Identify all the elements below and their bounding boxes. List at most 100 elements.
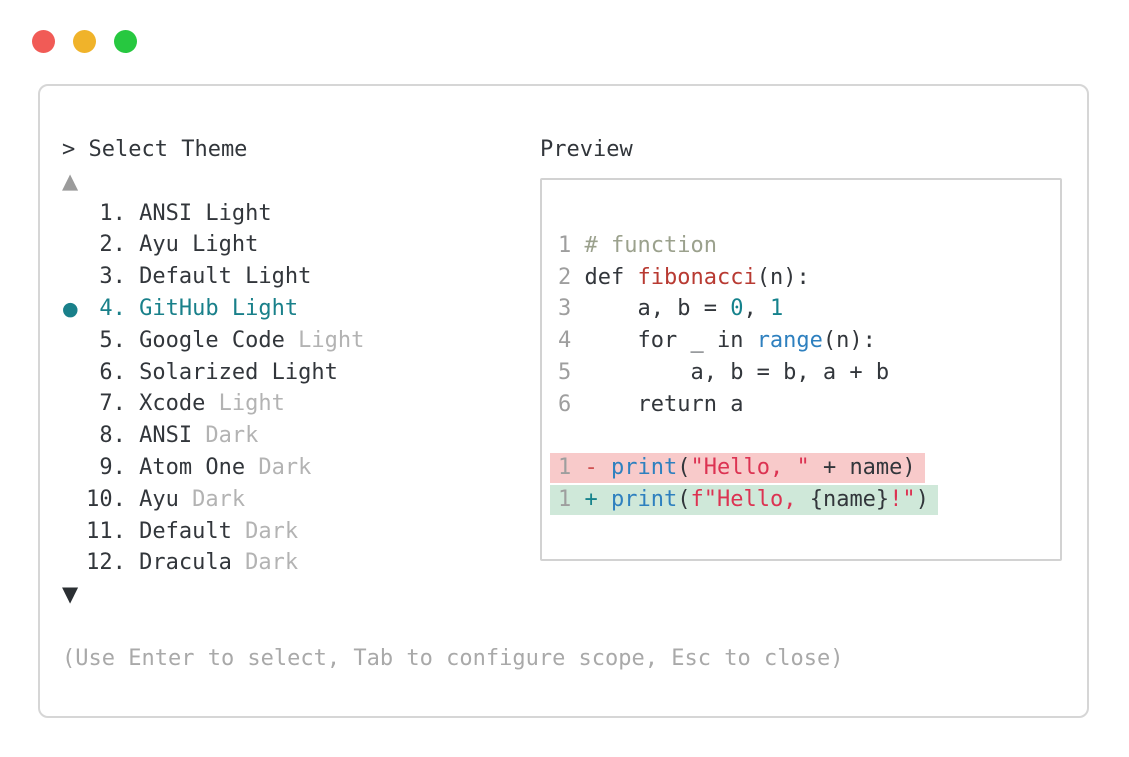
preview-title: Preview <box>540 137 633 162</box>
marker-spacer <box>62 262 86 294</box>
close-button[interactable] <box>32 30 55 53</box>
theme-option-4[interactable]: ● 4. GitHub Light <box>62 293 540 325</box>
code-token-text: a, b = b, a + b <box>584 359 890 385</box>
theme-list: 1. ANSI Light 2. Ayu Light 3. Default Li… <box>62 198 540 580</box>
theme-picker-dialog: > Select Theme ▲ 1. ANSI Light 2. Ayu Li… <box>38 84 1089 718</box>
theme-option-7[interactable]: 7. Xcode Light <box>62 388 540 420</box>
diff-line-added: 1 + print(f"Hello, {name}!") <box>550 484 1060 516</box>
theme-label: Xcode <box>139 391 206 417</box>
scroll-up-icon: ▲ <box>62 168 79 193</box>
line-number: 4 <box>558 328 572 354</box>
theme-number: 9. <box>86 454 140 480</box>
theme-variant-muted: Light <box>205 391 285 417</box>
theme-option-12[interactable]: 12. Dracula Dark <box>62 547 540 579</box>
marker-spacer <box>62 230 86 262</box>
code-token-text: ( <box>677 487 691 513</box>
dialog-columns: > Select Theme ▲ 1. ANSI Light 2. Ayu Li… <box>62 134 1062 611</box>
code-token-blue: range <box>756 328 823 354</box>
code-token-text: , <box>743 296 770 322</box>
marker-spacer <box>62 389 86 421</box>
line-number: 1 <box>558 455 572 481</box>
theme-label: Default <box>139 518 232 544</box>
theme-option-1[interactable]: 1. ANSI Light <box>62 198 540 230</box>
theme-variant-muted: Dark <box>245 454 312 480</box>
code-token-text: + name) <box>809 455 916 481</box>
code-token-blue: print <box>611 455 678 481</box>
theme-number: 5. <box>86 327 140 353</box>
theme-option-5[interactable]: 5. Google Code Light <box>62 325 540 357</box>
code-token-blue: print <box>611 487 678 513</box>
theme-label: Default Light <box>139 264 312 290</box>
code-token-text: ( <box>677 455 691 481</box>
minimize-button[interactable] <box>73 30 96 53</box>
marker-spacer <box>62 421 86 453</box>
selected-bullet-icon: ● <box>62 297 79 320</box>
code-token-plus: + <box>584 487 611 513</box>
code-token-num: 1 <box>769 296 784 322</box>
diff-line-removed: 1 - print("Hello, " + name) <box>550 452 1060 484</box>
code-line: 3 a, b = 0, 1 <box>558 293 1060 325</box>
code-line: 4 for _ in range(n): <box>558 325 1060 357</box>
code-line: 5 a, b = b, a + b <box>558 357 1060 389</box>
theme-option-11[interactable]: 11. Default Dark <box>62 516 540 548</box>
theme-number: 2. <box>86 232 140 258</box>
line-number: 1 <box>558 232 572 258</box>
scroll-down-icon: ▼ <box>62 582 79 607</box>
code-token-minus: - <box>584 455 611 481</box>
theme-variant-muted: Dark <box>231 550 299 576</box>
theme-variant-muted: Dark <box>178 486 246 512</box>
code-token-string: "Hello, " <box>690 455 810 481</box>
theme-number: 3. <box>86 264 140 290</box>
marker-spacer <box>62 199 86 231</box>
line-number: 3 <box>558 296 572 322</box>
code-line: 1 # function <box>558 230 1060 262</box>
theme-number: 10. <box>86 486 140 512</box>
theme-number: 12. <box>86 550 140 576</box>
code-token-text: for _ in <box>584 328 757 354</box>
theme-label: Solarized Light <box>139 359 338 385</box>
maximize-button[interactable] <box>114 30 137 53</box>
code-line: 6 return a <box>558 389 1060 421</box>
marker-spacer <box>62 548 86 580</box>
theme-option-3[interactable]: 3. Default Light <box>62 261 540 293</box>
theme-label: Ayu Light <box>139 232 259 258</box>
theme-number: 7. <box>86 391 140 417</box>
line-number: 6 <box>558 391 572 417</box>
code-token-text: def <box>584 264 638 290</box>
theme-option-9[interactable]: 9. Atom One Dark <box>62 452 540 484</box>
blank-line <box>558 421 1060 453</box>
code-token-text: return a <box>584 391 744 417</box>
theme-number: 6. <box>86 359 140 385</box>
theme-option-10[interactable]: 10. Ayu Dark <box>62 484 540 516</box>
theme-number: 1. <box>86 200 140 226</box>
theme-variant-muted: Dark <box>192 423 259 449</box>
theme-variant-muted: Dark <box>231 518 299 544</box>
line-number: 1 <box>558 487 572 513</box>
theme-option-6[interactable]: 6. Solarized Light <box>62 357 540 389</box>
scroll-up-indicator[interactable]: ▲ <box>62 166 540 198</box>
theme-label: Google Code <box>139 327 285 353</box>
help-text: (Use Enter to select, Tab to configure s… <box>62 645 844 671</box>
marker-spacer <box>62 517 86 549</box>
theme-label: ANSI Light <box>139 200 272 226</box>
code-token-comment: # function <box>584 232 717 258</box>
theme-label: GitHub Light <box>139 295 299 321</box>
diff-highlight-added: 1 + print(f"Hello, {name}!") <box>550 485 938 516</box>
code-token-text: (n): <box>822 328 876 354</box>
marker-spacer <box>62 326 86 358</box>
code-token-string: f"Hello, <box>690 487 810 513</box>
code-token-text: ) <box>915 487 929 513</box>
scroll-down-indicator[interactable]: ▼ <box>62 579 540 611</box>
theme-number: 8. <box>86 423 140 449</box>
theme-option-8[interactable]: 8. ANSI Dark <box>62 420 540 452</box>
code-token-string: !" <box>889 487 916 513</box>
code-line: 2 def fibonacci(n): <box>558 262 1060 294</box>
theme-number: 4. <box>86 295 140 321</box>
diff-highlight-removed: 1 - print("Hello, " + name) <box>550 453 925 484</box>
marker-spacer <box>62 485 86 517</box>
theme-option-2[interactable]: 2. Ayu Light <box>62 229 540 261</box>
code-token-text: (n): <box>756 264 810 290</box>
code-token-num: 0 <box>730 296 744 322</box>
